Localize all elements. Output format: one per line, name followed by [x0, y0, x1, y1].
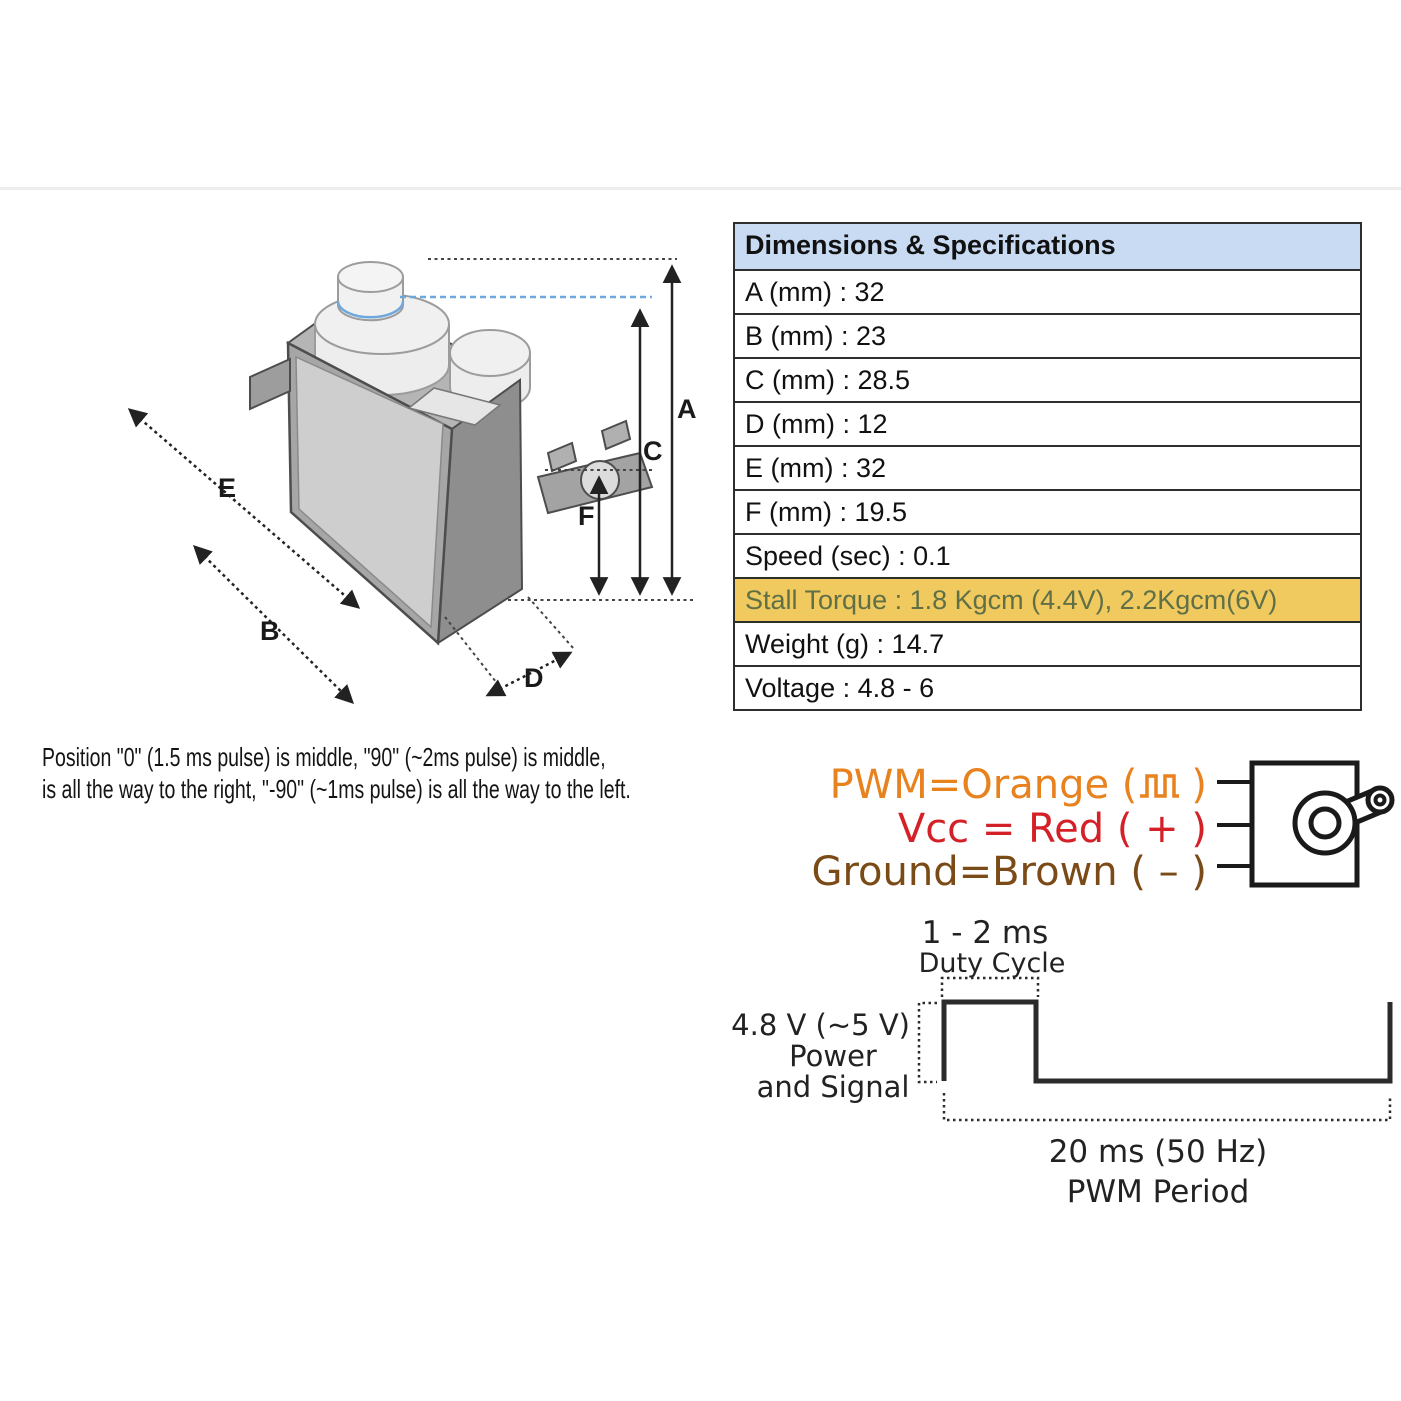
position-note-line1: Position "0" (1.5 ms pulse) is middle, "… [42, 742, 606, 772]
spec-row-weight: Weight (g) : 14.7 [735, 621, 1360, 665]
duty-cycle-ms-label: 1 - 2 ms [922, 915, 1049, 951]
dimension-arrows [127, 264, 682, 704]
spec-table: Dimensions & Specifications A (mm) : 32 … [733, 222, 1362, 711]
spec-row-speed: Speed (sec) : 0.1 [735, 533, 1360, 577]
dim-label-c: C [643, 436, 663, 466]
servo-body [249, 261, 654, 646]
servo-horn-icon [1292, 785, 1395, 856]
spec-row-voltage: Voltage : 4.8 - 6 [735, 665, 1360, 709]
position-note: Position "0" (1.5 ms pulse) is middle, "… [42, 741, 631, 805]
duty-cycle-bracket [940, 976, 1040, 997]
power-label: Power [789, 1039, 877, 1073]
spec-row-f: F (mm) : 19.5 [735, 489, 1360, 533]
spec-row-b: B (mm) : 23 [735, 313, 1360, 357]
wiring-vcc-label: Vcc = Red ( + ) [897, 806, 1207, 852]
signal-label: and Signal [757, 1070, 910, 1104]
dim-label-e: E [218, 473, 236, 503]
pulse-wave-icon [1140, 774, 1180, 798]
wire-lead-vcc [1217, 823, 1252, 827]
servo-box-illustration [1249, 760, 1395, 888]
spec-row-e: E (mm) : 32 [735, 445, 1360, 489]
dim-label-b: B [260, 616, 280, 646]
ref-line-d2 [527, 596, 575, 650]
wiring-pwm-close: ) [1191, 762, 1207, 808]
spec-row-c: C (mm) : 28.5 [735, 357, 1360, 401]
dim-arrow-b [192, 545, 355, 704]
pwm-period-label: PWM Period [1067, 1174, 1250, 1210]
spec-table-header: Dimensions & Specifications [735, 224, 1360, 269]
servo-right-clutch [536, 419, 654, 515]
spec-row-d: D (mm) : 12 [735, 401, 1360, 445]
servo-top-label-plate [407, 387, 502, 426]
ref-line-d1 [444, 616, 501, 688]
spec-row-stall-torque-highlighted: Stall Torque : 1.8 Kgcm (4.4V), 2.2Kgcm(… [735, 577, 1360, 621]
dim-arrow-e [127, 408, 361, 609]
period-bracket [942, 1093, 1392, 1122]
spec-row-a: A (mm) : 32 [735, 269, 1360, 313]
period-ms-label: 20 ms (50 Hz) [1049, 1134, 1268, 1170]
servo-dimension-diagram: A C F E B D [127, 258, 697, 704]
wire-lead-ground [1217, 864, 1252, 868]
wiring-pwm-text: PWM=Orange ( [829, 762, 1138, 808]
voltage-bracket [917, 1001, 937, 1084]
wiring-pwm-label: PWM=Orange () [707, 762, 1207, 808]
position-note-line2: is all the way to the right, "-90" (~1ms… [42, 774, 631, 804]
dim-label-f: F [578, 501, 595, 531]
wiring-ground-label: Ground=Brown ( – ) [811, 849, 1207, 895]
duty-cycle-label: Duty Cycle [919, 948, 1066, 979]
voltage-label: 4.8 V (~5 V) [731, 1008, 910, 1042]
pwm-waveform [941, 999, 1393, 1084]
dim-label-d: D [524, 663, 544, 693]
dim-arrow-d [485, 651, 573, 697]
servo-left-mount-tab [249, 357, 291, 411]
dim-label-a: A [677, 394, 697, 424]
section-divider [0, 187, 1401, 190]
wire-lead-pwm [1217, 780, 1252, 784]
pwm-timing-diagram: 1 - 2 ms Duty Cycle 4.8 V (~5 V) Power a… [731, 915, 1393, 1210]
blue-shaft-ring [336, 300, 405, 319]
